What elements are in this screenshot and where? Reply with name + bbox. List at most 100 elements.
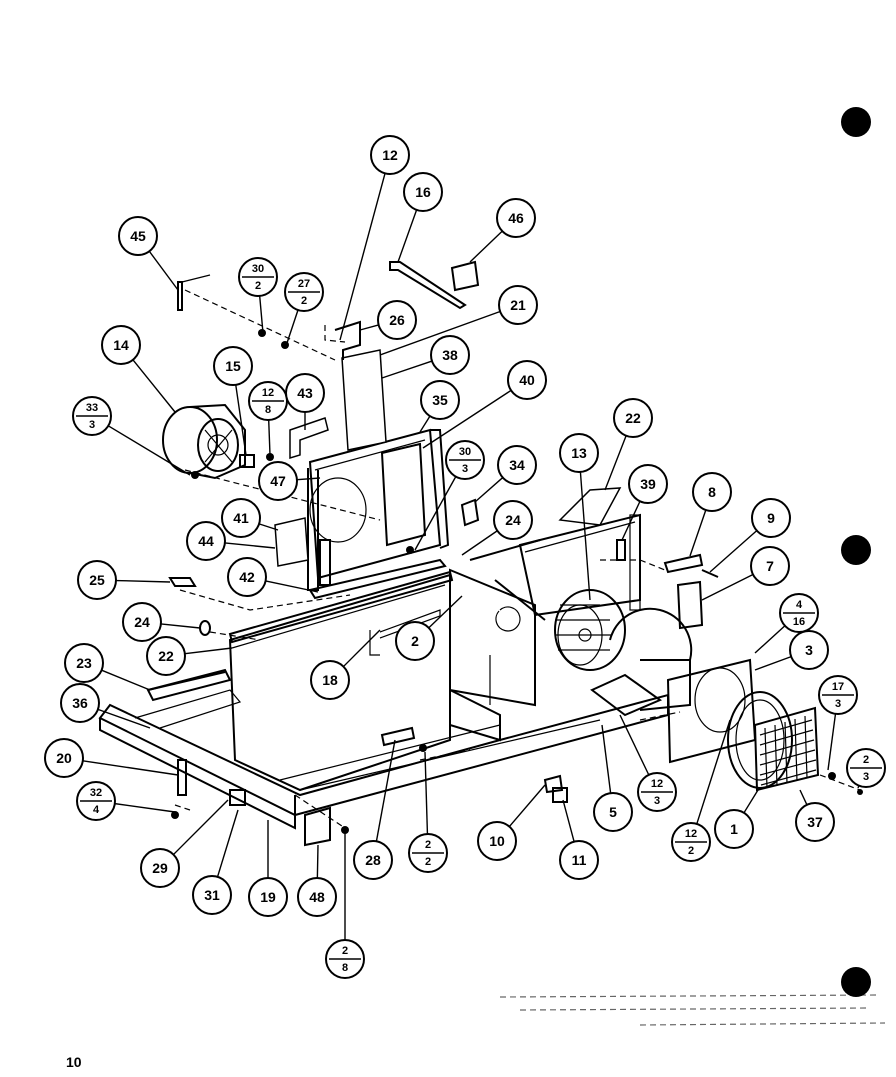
part-callout: 35 [420, 380, 460, 420]
callout-leader [709, 530, 758, 573]
callout-number: 22 [158, 648, 174, 664]
callout-circle [248, 877, 288, 917]
side-rail-left [99, 668, 296, 830]
callout-circle [77, 560, 117, 600]
callout-number: 31 [204, 887, 220, 903]
callout-leader [474, 477, 504, 503]
callout-circle [497, 445, 537, 485]
callout-number: 24 [134, 614, 150, 630]
callout-leader [428, 595, 463, 629]
callout-leader [339, 173, 386, 341]
callout-number: 40 [519, 372, 535, 388]
part-callout: 42 [227, 557, 267, 597]
callout-leader [743, 789, 759, 814]
blower-housing [449, 568, 536, 742]
part-callout: 47 [258, 461, 298, 501]
mounting-bracket-26 [334, 320, 361, 360]
callout-circle [789, 630, 829, 670]
part-callout: 29 [140, 848, 180, 888]
callout-circle [60, 683, 100, 723]
electronic-filter [380, 442, 427, 547]
bracket-31 [229, 789, 246, 806]
part-callout: 26 [377, 300, 417, 340]
callout-number: 11 [572, 852, 587, 868]
callout-quantity: 3 [462, 463, 468, 475]
part-callout: 40 [507, 360, 547, 400]
callout-leader [619, 714, 650, 776]
callout-leader [689, 509, 707, 557]
part-callout: 28 [325, 939, 365, 979]
handle-8 [663, 553, 704, 574]
callout-quantity: 2 [301, 295, 307, 307]
callout-circle [420, 380, 460, 420]
callout-circle [377, 300, 417, 340]
callout-circle [477, 821, 517, 861]
part-callout: 28 [353, 840, 393, 880]
callout-part-number: 30 [459, 446, 471, 458]
part-callout: 9 [751, 498, 791, 538]
callout-part-number: 2 [863, 754, 869, 766]
intake-grille [753, 706, 820, 792]
callout-leader [101, 669, 151, 691]
callout-circle [146, 636, 186, 676]
callout-circle [593, 792, 633, 832]
callout-number: 37 [807, 814, 823, 830]
callout-quantity: 3 [654, 795, 660, 807]
callout-number: 13 [571, 445, 587, 461]
callout-number: 45 [130, 228, 146, 244]
part-callout: 416 [779, 593, 819, 633]
callout-number: 28 [365, 852, 381, 868]
callout-leader [265, 580, 319, 593]
callout-circle [559, 840, 599, 880]
screw-9 [701, 569, 719, 578]
callout-leader [696, 719, 731, 825]
callout-leader [754, 655, 792, 671]
callout-leader [359, 324, 379, 331]
callout-number: 14 [113, 337, 129, 353]
callout-circle [403, 172, 443, 212]
callout-leader [419, 415, 431, 433]
binder-punch-holes [841, 107, 871, 997]
callout-leader [82, 760, 179, 776]
callout-leader [621, 500, 641, 541]
callout-circle [213, 346, 253, 386]
part-callout: 12 [370, 135, 410, 175]
leader-lines [82, 173, 860, 940]
callout-part-number: 32 [90, 787, 102, 799]
callout-circle [751, 498, 791, 538]
callout-number: 1 [730, 821, 738, 837]
callout-part-number: 2 [425, 839, 431, 851]
callout-leader [562, 799, 575, 842]
rail-23 [147, 671, 226, 691]
callout-quantity: 8 [342, 962, 348, 974]
part-callout: 19 [248, 877, 288, 917]
callout-leader [258, 295, 264, 334]
callout-part-number: 12 [262, 387, 274, 399]
callout-leader [379, 310, 501, 356]
callout-leader [604, 435, 627, 491]
callout-quantity: 8 [265, 404, 271, 416]
callout-part-number: 17 [832, 681, 844, 693]
part-callout: 303 [445, 440, 485, 480]
callout-number: 29 [152, 860, 168, 876]
callout-leader [114, 802, 176, 813]
callout-leader [97, 708, 151, 729]
callout-number: 16 [415, 184, 431, 200]
callout-leader [132, 359, 176, 413]
callout-number: 5 [609, 804, 617, 820]
callout-number: 10 [489, 833, 505, 849]
part-callout: 23 [64, 643, 104, 683]
callout-quantity: 3 [863, 771, 869, 783]
callout-number: 20 [56, 750, 72, 766]
spacer-45 [177, 274, 211, 311]
screw-2-2 [419, 744, 427, 752]
callout-leader [258, 523, 279, 531]
callout-leader [461, 530, 498, 556]
callout-circle [122, 602, 162, 642]
callout-circle [430, 335, 470, 375]
callout-circle [493, 500, 533, 540]
callout-number: 24 [505, 512, 521, 528]
callout-leader [375, 739, 396, 842]
callout-part-number: 12 [651, 778, 663, 790]
